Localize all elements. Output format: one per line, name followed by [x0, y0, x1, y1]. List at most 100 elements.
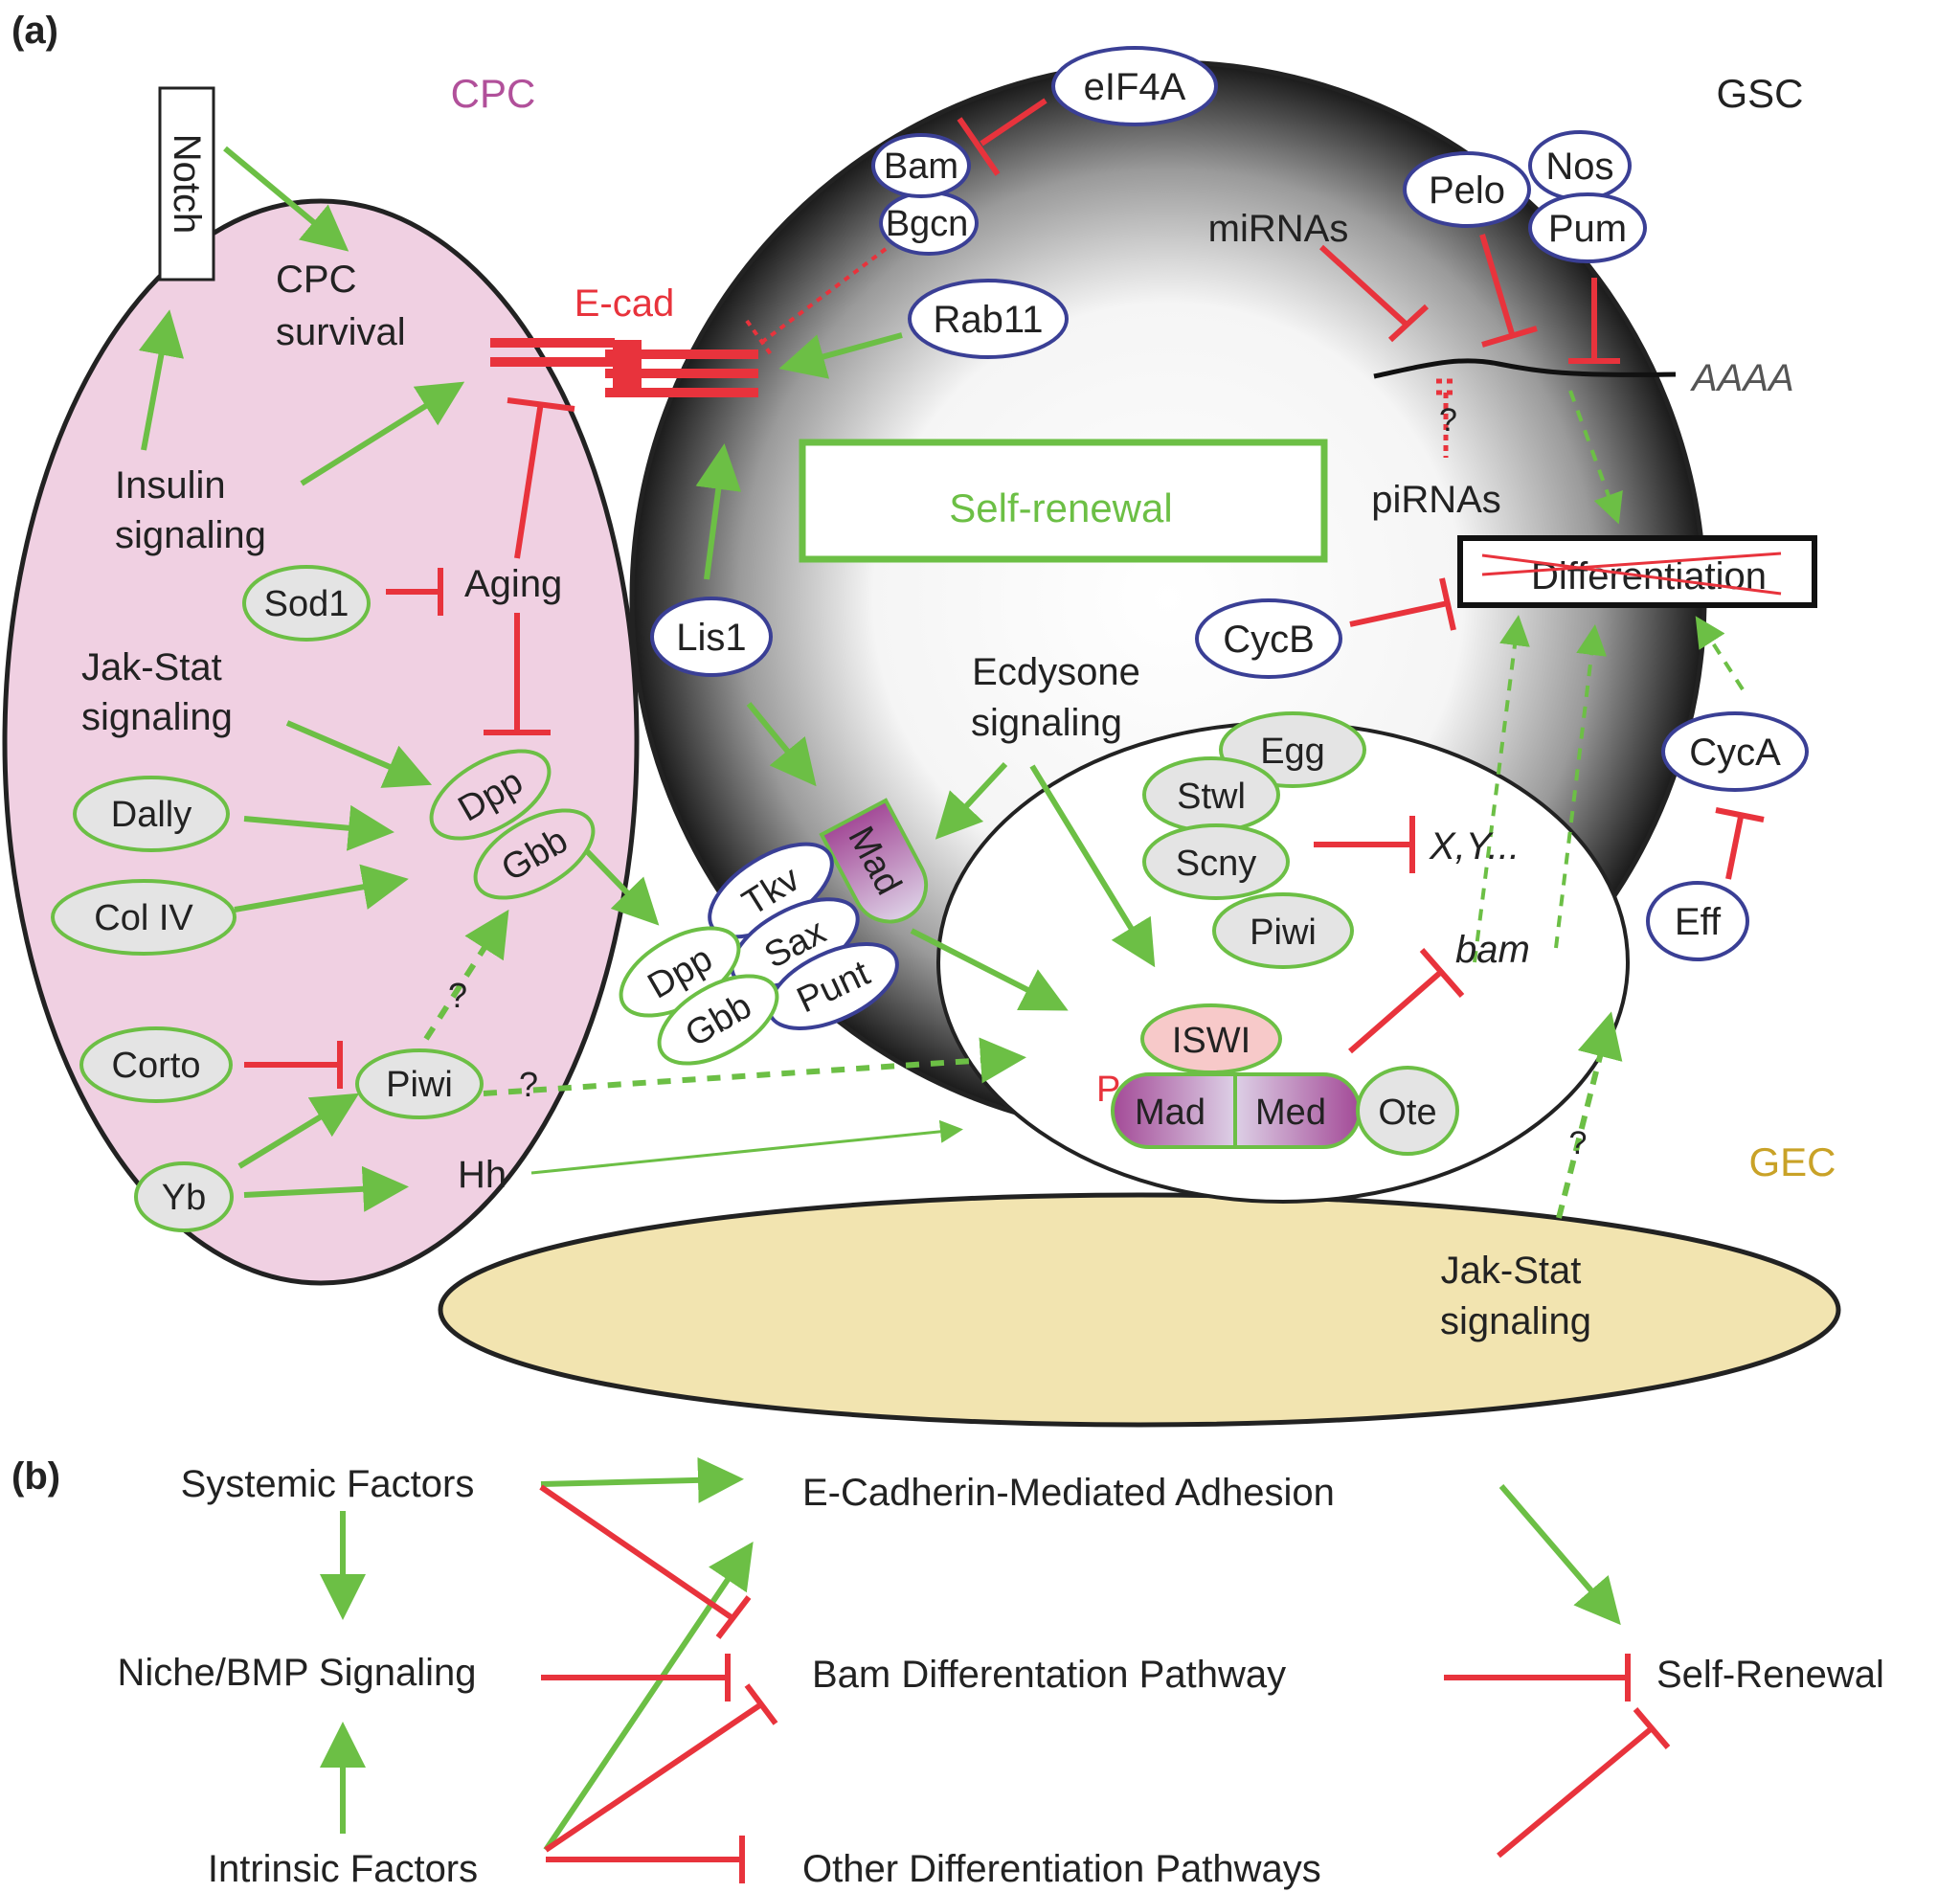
inhibit-other-selfrenewal — [1497, 1725, 1654, 1859]
arrow-lis1-mad — [746, 702, 817, 787]
pelo-protein: Pelo — [1403, 151, 1531, 228]
inhibit-aging-ecad — [514, 401, 544, 559]
question-piwi-gbb: ? — [448, 976, 467, 1015]
eif4a-label: eIF4A — [1084, 66, 1186, 108]
ecad-adhesion-label: E-Cadherin-Mediated Adhesion — [802, 1472, 1335, 1514]
arrow-insulin-notch — [138, 309, 185, 451]
nos-protein: Nos — [1528, 130, 1632, 201]
arrow-ecdysone-mad — [935, 761, 1008, 840]
gbb-ligand-protein: Gbb — [657, 974, 779, 1066]
gsc-inhibition-arrows — [957, 98, 1765, 880]
dpp-cpc-protein: Dpp — [429, 749, 552, 841]
med-protein: Med — [1233, 1072, 1362, 1149]
cyca-protein: CycA — [1661, 711, 1809, 792]
pum-label: Pum — [1548, 208, 1627, 250]
stwl-label: Stwl — [1177, 777, 1246, 817]
inhibit-eff-cyca — [1725, 816, 1744, 880]
hh-label: Hh — [458, 1154, 507, 1196]
cycb-protein: CycB — [1195, 598, 1342, 679]
bam-label: Bam — [884, 146, 958, 187]
piwi-nucleus-label: Piwi — [1250, 913, 1317, 953]
bgcn-label: Bgcn — [886, 204, 969, 244]
coliv-label: Col IV — [94, 898, 193, 938]
arrow-gec-jakstat-bam — [1556, 1011, 1623, 1219]
pelo-label: Pelo — [1429, 169, 1505, 212]
arrow-jakstat-dpp — [285, 720, 433, 788]
notch-label: Notch — [166, 134, 208, 235]
pum-protein: Pum — [1528, 192, 1647, 263]
eff-protein: Eff — [1646, 881, 1749, 961]
question-gec: ? — [1569, 1125, 1588, 1161]
egg-label: Egg — [1260, 732, 1325, 772]
differentiation-cross — [1481, 552, 1782, 596]
self-renewal-b-label: Self-Renewal — [1656, 1654, 1884, 1696]
mad-nucleus-protein: Mad — [1111, 1072, 1237, 1149]
med-label: Med — [1255, 1093, 1326, 1133]
arrow-bam-differentiation — [1554, 624, 1607, 949]
nos-label: Nos — [1545, 146, 1613, 188]
aging-label: Aging — [464, 563, 562, 605]
gec-jakstat-label-2: signaling — [1440, 1300, 1591, 1342]
mrna-strand — [1373, 358, 1677, 379]
gec-cell — [438, 1192, 1841, 1428]
coliv-protein: Col IV — [51, 879, 237, 956]
arrow-notch-survival — [223, 146, 349, 252]
dally-label: Dally — [111, 795, 191, 835]
self-renewal-label: Self-renewal — [949, 485, 1172, 530]
pirnas-inhibit — [1436, 378, 1455, 458]
sod1-protein: Sod1 — [242, 565, 371, 642]
piwi-cpc-label: Piwi — [386, 1065, 453, 1105]
gsc-activation-arrows — [695, 332, 1156, 1011]
rab11-label: Rab11 — [934, 299, 1044, 341]
panel-b-label: (b) — [11, 1455, 60, 1498]
self-renewal-box — [799, 439, 1328, 563]
arrow-cyca-differentiation — [1695, 616, 1745, 691]
cpc-survival-label-2: survival — [276, 311, 406, 353]
bam-protein: Bam — [871, 133, 971, 198]
panel-b-activation-arrows — [320, 1456, 1621, 1852]
iswi-protein: ISWI — [1140, 1003, 1282, 1074]
ecad-junction — [490, 338, 758, 397]
bgcn-protein: Bgcn — [879, 191, 979, 256]
arrow-lis1-ecad — [695, 443, 742, 580]
lis1-label: Lis1 — [676, 617, 746, 659]
arrow-xy-differentiation — [1473, 615, 1530, 963]
iswi-label: ISWI — [1172, 1021, 1250, 1061]
eff-label: Eff — [1675, 901, 1722, 943]
arrow-hh-nucleus — [530, 1119, 963, 1175]
arrow-systemic-ecad — [540, 1456, 744, 1503]
dally-protein: Dally — [73, 776, 230, 852]
gsc-region-label: GSC — [1716, 71, 1803, 116]
corto-protein: Corto — [79, 1026, 233, 1103]
mirnas-label: miRNAs — [1208, 208, 1349, 250]
cpc-survival-label-1: CPC — [276, 259, 356, 301]
gbb-cpc-protein: Gbb — [473, 808, 596, 900]
inhibit-iswi-bam — [1348, 969, 1443, 1054]
rab11-protein: Rab11 — [908, 279, 1069, 359]
arrow-rab11-ecad — [778, 332, 903, 379]
bam-pathway-label: Bam Differentation Pathway — [812, 1654, 1286, 1696]
inhibit-pelo-mrna — [1479, 234, 1516, 338]
ecdysone-label-2: signaling — [971, 702, 1122, 744]
panel-a-label: (a) — [11, 10, 58, 52]
cycb-label: CycB — [1223, 619, 1315, 661]
insulin-label-2: signaling — [115, 514, 266, 556]
pirnas-label: piRNAs — [1371, 479, 1501, 521]
yb-label: Yb — [162, 1178, 206, 1218]
panel-b-inhibition-arrows — [539, 1484, 1671, 1883]
corto-label: Corto — [112, 1046, 201, 1086]
inhibit-cycb-differentiation — [1349, 600, 1449, 627]
arrow-aaaa-differentiation — [1568, 390, 1623, 525]
arrow-insulin-ecad — [300, 381, 465, 486]
question-pirnas: ? — [1439, 402, 1457, 439]
cpc-cell — [2, 198, 640, 1286]
inhibit-mirnas-mrna — [1318, 244, 1410, 328]
ote-protein: Ote — [1356, 1066, 1459, 1156]
mad-cyto-protein: Mad — [819, 798, 929, 924]
niche-bmp-label: Niche/BMP Signaling — [117, 1652, 476, 1694]
scny-protein: Scny — [1142, 823, 1290, 900]
ecad-label: E-cad — [574, 282, 675, 325]
arrow-intrinsic-ecad — [543, 1542, 754, 1852]
arrow-gbb-receptor — [583, 847, 660, 926]
bam-ecad-dashed-inhibit — [745, 247, 888, 356]
